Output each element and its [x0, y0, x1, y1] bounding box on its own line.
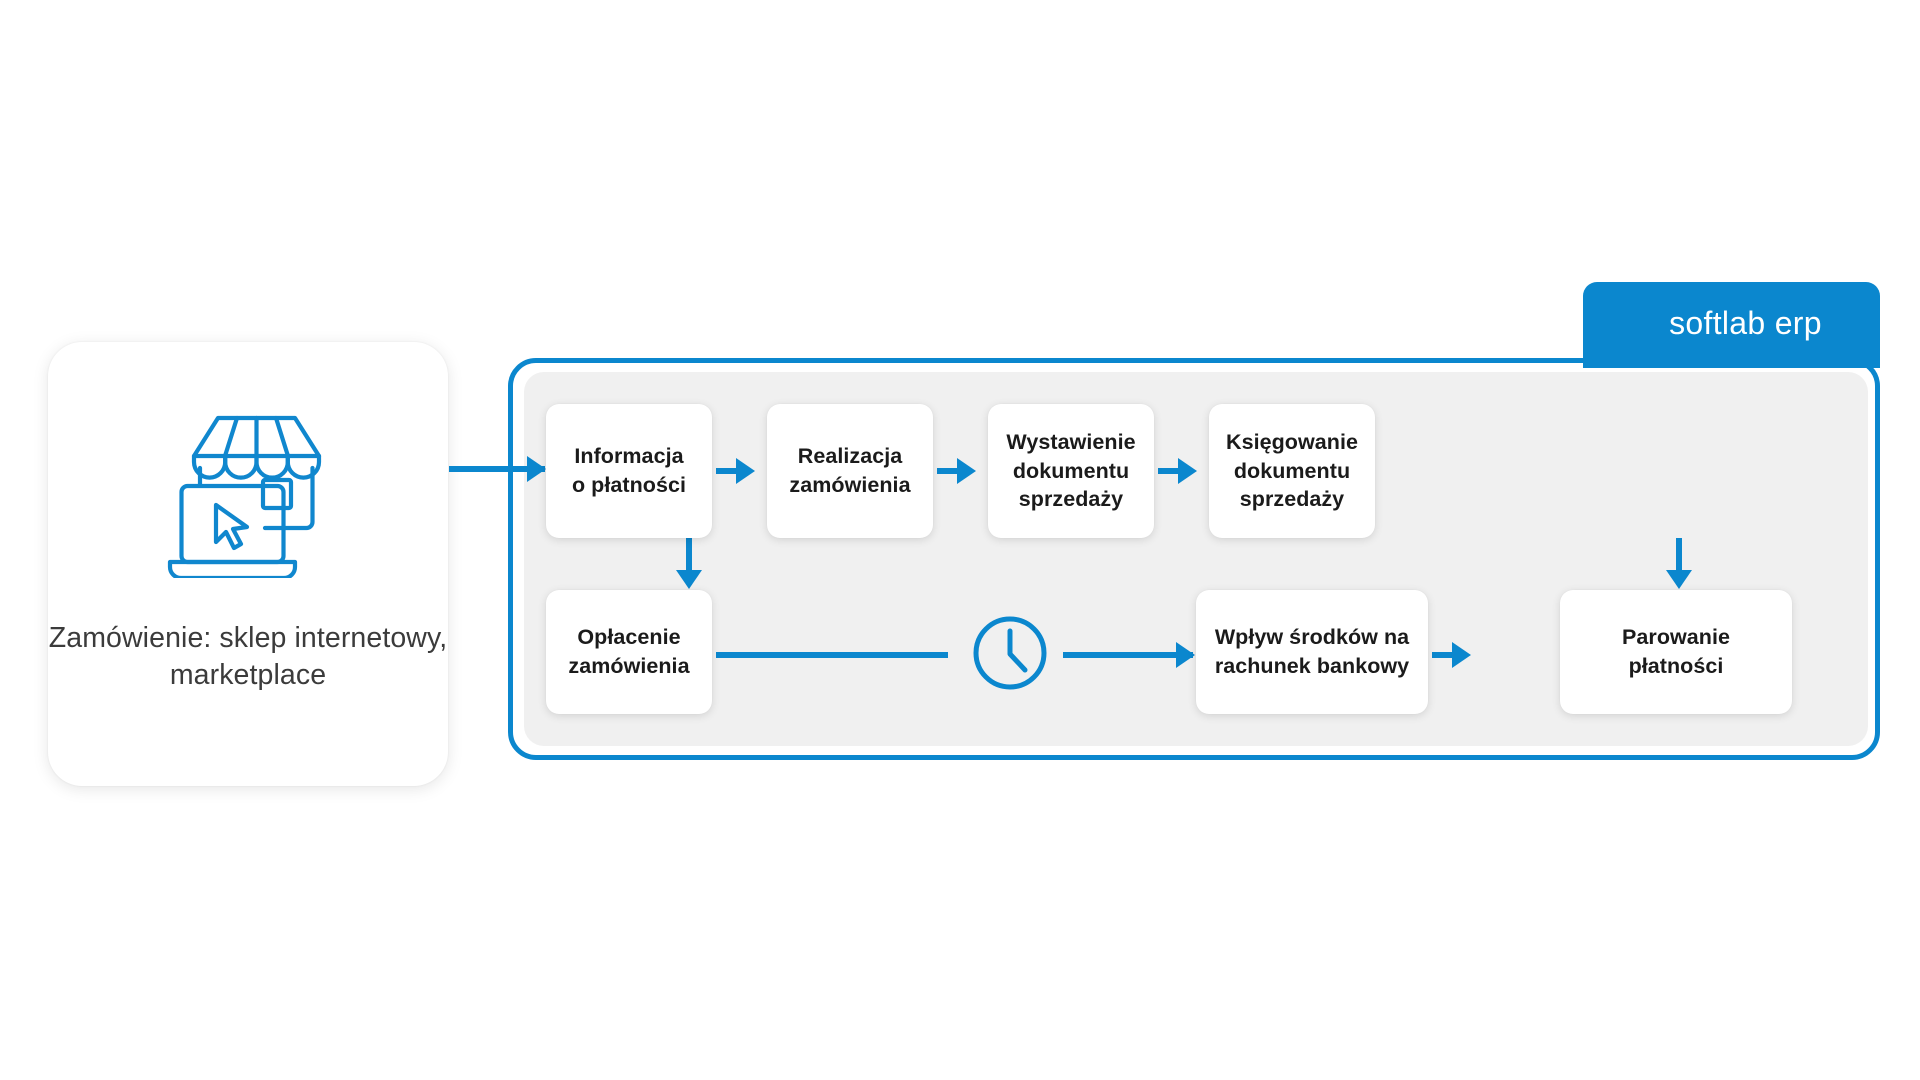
process-box-realizacja-zamowienia[interactable]: Realizacja zamówienia: [767, 404, 933, 538]
connector-realizacja-to-wystawienie: [937, 468, 961, 474]
source-card-label: Zamówienie: sklep internetowy, marketpla…: [48, 622, 448, 692]
connector-source-to-informacja: [449, 466, 545, 472]
process-box-wplyw-srodkow-na-rachunek-bankowy[interactable]: Wpływ środków na rachunek bankowy: [1196, 590, 1428, 714]
arrowhead-realizacja-to-wystawienie: [957, 458, 976, 484]
process-box-parowanie-platnosci[interactable]: Parowanie płatności: [1560, 590, 1792, 714]
connector-wystawienie-to-ksiegowanie: [1158, 468, 1182, 474]
connector-oplacenie-to-clock: [716, 652, 948, 658]
process-box-label: Księgowanie dokumentu sprzedaży: [1226, 430, 1358, 512]
online-shop-laptop-icon: [159, 410, 337, 581]
process-box-label: Wystawienie dokumentu sprzedaży: [1006, 430, 1136, 512]
erp-container-border: [508, 358, 1880, 760]
process-box-wystawienie-dokumentu-sprzedazy[interactable]: Wystawienie dokumentu sprzedaży: [988, 404, 1154, 538]
arrowhead-wplyw-to-parowanie: [1452, 642, 1471, 668]
process-box-label: Parowanie płatności: [1622, 625, 1730, 678]
arrowhead-informacja-to-oplacenie: [676, 570, 702, 589]
connector-ksiegowanie-to-parowanie: [1676, 538, 1682, 574]
arrowhead-source-to-informacja: [527, 456, 546, 482]
erp-tab: softlab erp: [1583, 282, 1880, 368]
process-box-label: Informacja o płatności: [571, 444, 687, 497]
clock-icon: [971, 614, 1049, 692]
connector-informacja-to-realizacja: [716, 468, 740, 474]
connector-clock-to-wplyw: [1063, 652, 1193, 658]
connector-informacja-to-oplacenie: [686, 538, 692, 574]
arrowhead-wystawienie-to-ksiegowanie: [1178, 458, 1197, 484]
erp-tab-label: softlab erp: [1669, 304, 1822, 341]
arrowhead-clock-to-wplyw: [1176, 642, 1195, 668]
arrowhead-informacja-to-realizacja: [736, 458, 755, 484]
process-box-label: Realizacja zamówienia: [789, 444, 911, 497]
process-box-informacja-o-platnosci[interactable]: Informacja o płatności: [546, 404, 712, 538]
arrowhead-ksiegowanie-to-parowanie: [1666, 570, 1692, 589]
process-box-label: Opłacenie zamówienia: [568, 625, 690, 678]
process-box-label: Wpływ środków na rachunek bankowy: [1214, 625, 1410, 678]
source-card-online-order: Zamówienie: sklep internetowy, marketpla…: [48, 342, 448, 786]
connector-wplyw-to-parowanie: [1432, 652, 1458, 658]
process-box-ksiegowanie-dokumentu-sprzedazy[interactable]: Księgowanie dokumentu sprzedaży: [1209, 404, 1375, 538]
process-box-oplacenie-zamowienia[interactable]: Opłacenie zamówienia: [546, 590, 712, 714]
